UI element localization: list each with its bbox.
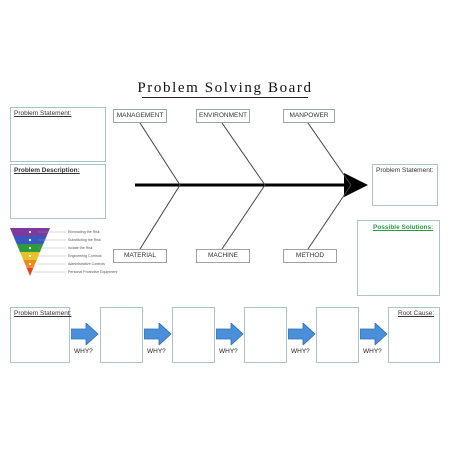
why-answer-box[interactable]	[172, 307, 215, 363]
fish-head-statement-label: Problem Statement:	[376, 167, 434, 174]
problem-description-box[interactable]: Problem Description:	[10, 164, 106, 219]
problem-statement-box[interactable]: Problem Statement:	[10, 107, 106, 162]
arrow-right-icon	[144, 323, 172, 345]
category-manpower[interactable]: MANPOWER	[283, 109, 335, 123]
root-cause-box[interactable]: Root Cause:	[388, 307, 440, 363]
fish-head-statement-box[interactable]: Problem Statement:	[372, 164, 438, 206]
why-chain-statement-label: Problem Statement:	[14, 310, 72, 317]
hierarchy-triangle	[10, 228, 50, 276]
category-method[interactable]: METHOD	[283, 249, 337, 263]
hierarchy-label: Engineering Controls	[68, 254, 102, 258]
board-title: Problem Solving Board	[137, 80, 313, 96]
arrow-right-icon	[288, 323, 316, 345]
hierarchy-label: Substituting the Risk	[68, 238, 101, 242]
bone-environment	[221, 122, 266, 186]
hierarchy-level-6	[26, 268, 34, 276]
arrow-right-icon	[360, 323, 388, 345]
problem-description-label: Problem Description:	[14, 167, 80, 174]
why-answer-box[interactable]	[316, 307, 359, 363]
bone-management	[139, 122, 181, 186]
hierarchy-dot	[28, 230, 32, 234]
why-chain-statement-box[interactable]: Problem Statement:	[10, 307, 72, 363]
hierarchy-dot	[28, 254, 32, 258]
category-material[interactable]: MATERIAL	[113, 249, 167, 263]
why-label: WHY?	[363, 348, 382, 355]
possible-solutions-box[interactable]: Possible Solutions:	[357, 220, 440, 296]
bone-method	[307, 184, 352, 250]
bone-manpower	[307, 122, 352, 186]
possible-solutions-label: Possible Solutions:	[373, 224, 434, 231]
hierarchy-dot	[28, 262, 32, 266]
root-cause-label: Root Cause:	[398, 310, 435, 317]
why-answer-box[interactable]	[244, 307, 287, 363]
hierarchy-label: Personal Protective Equipment	[68, 270, 118, 274]
category-machine[interactable]: MACHINE	[196, 249, 250, 263]
arrow-right-icon	[71, 323, 99, 345]
problem-statement-label: Problem Statement:	[14, 110, 72, 117]
category-management[interactable]: MANAGEMENT	[113, 109, 167, 123]
title-underline	[142, 97, 308, 98]
arrow-right-icon	[216, 323, 244, 345]
why-label: WHY?	[74, 348, 93, 355]
why-label: WHY?	[291, 348, 310, 355]
why-answer-box[interactable]	[100, 307, 143, 363]
hierarchy-label: Administrative Controls	[68, 262, 105, 266]
hierarchy-dot	[28, 246, 32, 250]
hierarchy-dot	[28, 238, 32, 242]
hierarchy-label: Isolate the Risk	[68, 246, 93, 250]
bone-machine	[221, 184, 266, 250]
category-environment[interactable]: ENVIRONMENT	[196, 109, 250, 123]
why-label: WHY?	[219, 348, 238, 355]
why-label: WHY?	[147, 348, 166, 355]
hierarchy-label: Eliminating the Risk	[68, 230, 100, 234]
bone-material	[139, 184, 181, 250]
